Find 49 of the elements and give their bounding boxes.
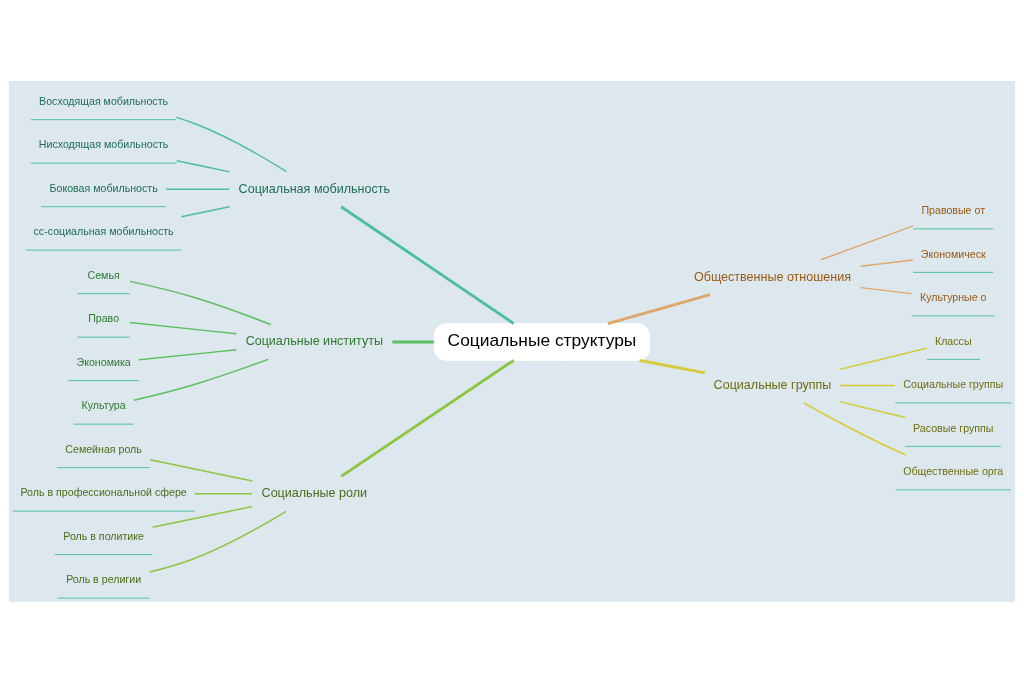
connector [175,116,288,173]
connector [839,347,928,371]
connector [803,402,907,456]
connector [151,505,253,528]
node-text: Социальные группы [713,377,832,392]
node-text: Социальные институты [245,334,384,349]
connector [839,400,907,419]
node-text: Семейная роль [65,442,142,455]
node-text: Семья [87,268,120,281]
connector [149,459,254,482]
node-text: Экономика [76,355,131,368]
node-text: Роль в религии [66,573,142,586]
connector [820,225,914,261]
connector [859,286,913,295]
node-text: сс-социальная мобильность [33,225,174,238]
node-text: Право [88,312,120,325]
connector [839,384,896,387]
connector [639,358,706,375]
connector [129,321,238,335]
node-text: Нисходящая мобильность [38,138,169,151]
node-text: Экономическ [920,247,986,260]
connector [392,340,434,344]
node-text: Общественные орга [903,465,1004,478]
node-text: Роль в профессиональной сфере [20,486,187,499]
node-text: Общественные отношения [693,269,852,284]
node-box: Социальные структуры [433,323,651,361]
connector [133,358,269,401]
connector [176,160,231,173]
connector [138,349,238,361]
connector [148,510,287,573]
connector [340,359,515,478]
node-text: Культурные о [919,291,987,304]
connector [193,493,253,495]
connector [180,205,231,218]
node-text: Восходящая мобильность [39,94,169,107]
node-text: Классы [934,334,972,347]
node-text: Культура [81,399,126,412]
connector [859,259,914,268]
connector [165,188,230,190]
node-text: Социальные группы [903,378,1004,391]
node-text: Правовые от [921,204,986,217]
connector [607,293,711,325]
node-text: Роль в политике [63,529,144,542]
connector [340,205,515,325]
node-text: Социальные роли [261,486,368,501]
node-text: Расовые группы [913,421,994,434]
connector [129,280,272,326]
node-text: Социальная мобильность [238,181,391,196]
node-text: Боковая мобильность [49,181,158,194]
